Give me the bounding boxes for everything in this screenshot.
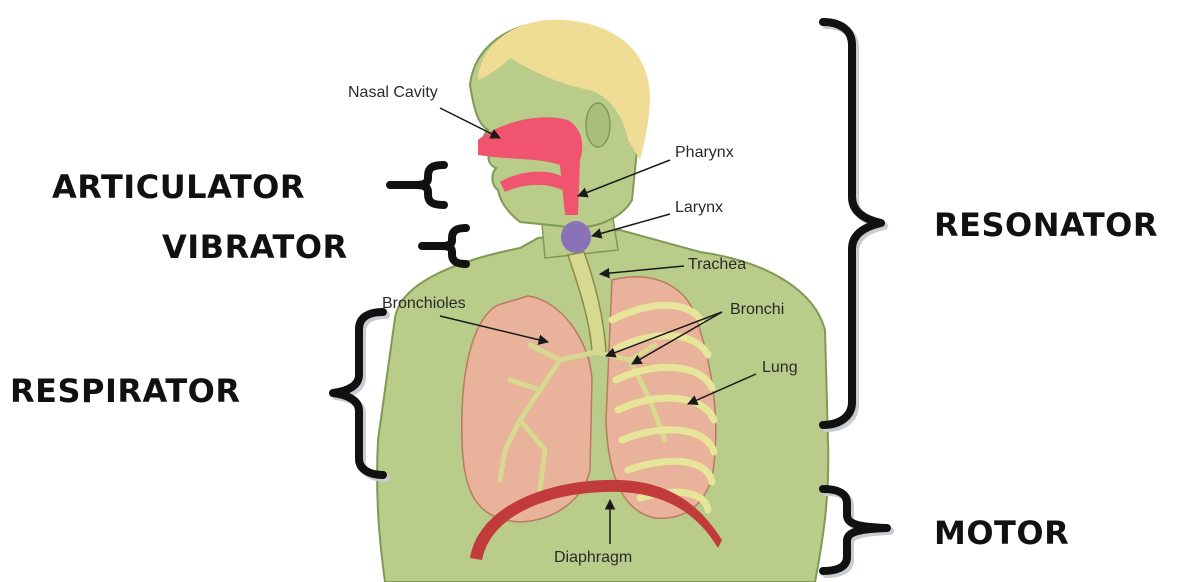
bracket-resonator [823, 22, 881, 425]
larynx-shape [561, 221, 591, 253]
label-vibrator: VIBRATOR [162, 228, 348, 266]
bracket-vibrator [422, 228, 466, 264]
bracket-respirator [333, 312, 383, 475]
label-nasal-cavity: Nasal Cavity [348, 84, 438, 101]
label-trachea: Trachea [688, 256, 746, 273]
label-resonator: RESONATOR [934, 206, 1158, 244]
label-larynx: Larynx [675, 199, 723, 216]
ear [586, 103, 610, 147]
bracket-motor [823, 489, 887, 571]
label-pharynx: Pharynx [675, 144, 734, 161]
label-respirator: RESPIRATOR [10, 372, 241, 410]
label-lung: Lung [762, 359, 798, 376]
label-bronchioles: Bronchioles [382, 295, 466, 312]
label-motor: MOTOR [934, 514, 1069, 552]
label-articulator: ARTICULATOR [52, 168, 305, 206]
bracket-articulator [390, 165, 444, 205]
label-diaphragm: Diaphragm [554, 549, 632, 566]
torso [377, 230, 828, 582]
label-bronchi: Bronchi [730, 301, 784, 318]
